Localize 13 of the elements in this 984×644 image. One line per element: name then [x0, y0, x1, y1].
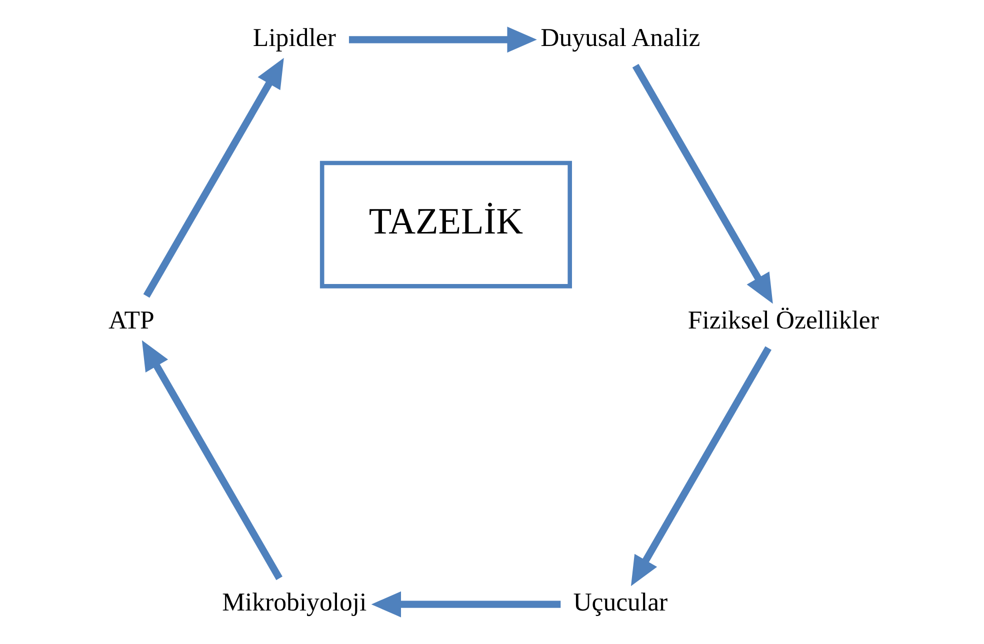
node-text: Lipidler: [252, 22, 336, 52]
node-text: Mikrobiyoloji: [222, 588, 366, 617]
arrow: [141, 340, 282, 580]
node-text: Fiziksel Özellikler: [687, 305, 878, 334]
arrow: [142, 58, 284, 298]
arrow: [630, 346, 771, 586]
node-text: ATP: [108, 305, 154, 334]
node-text: Uçucular: [572, 588, 668, 617]
node-box: TAZELİK: [319, 160, 572, 288]
arrow: [348, 26, 536, 53]
arrow: [370, 591, 560, 618]
node-text: Duyusal Analiz: [540, 22, 700, 52]
arrow: [632, 64, 772, 304]
